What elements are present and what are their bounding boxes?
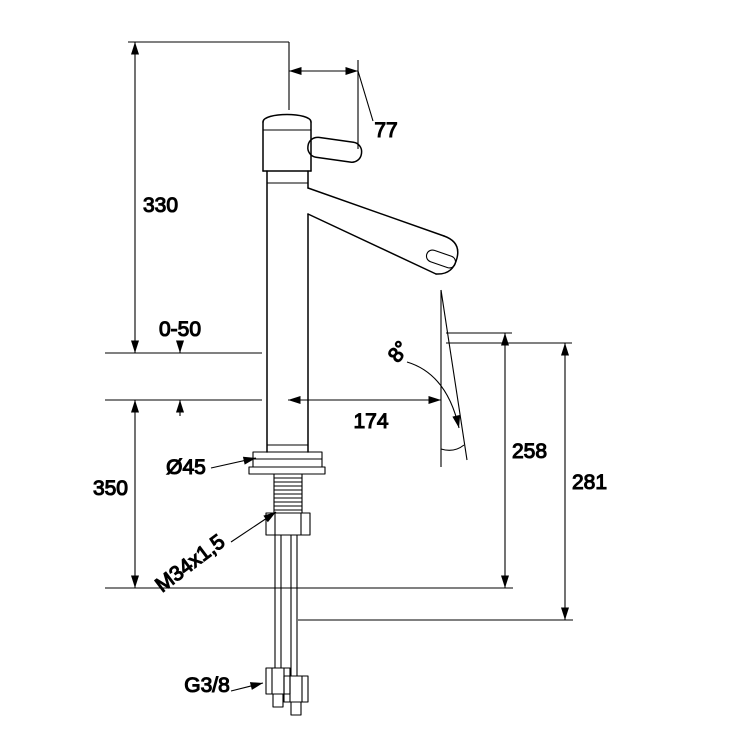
spout-outlet — [425, 249, 457, 269]
leader-line — [357, 70, 374, 122]
dim-281-label: 281 — [572, 471, 607, 494]
dim-shank-thread: M34x1,5 — [151, 511, 277, 598]
dim-330-label: 330 — [143, 194, 178, 217]
dim-hose-connection: G3/8 — [184, 673, 264, 698]
dim-spout-angle: 8° — [383, 289, 468, 467]
leader-line — [210, 456, 257, 469]
cap-dome — [262, 113, 312, 123]
hose-left — [274, 534, 282, 669]
faucet-cap — [262, 113, 312, 172]
spout-bottom-edge — [307, 213, 437, 275]
dim-m34-label: M34x1,5 — [151, 530, 229, 597]
dim-deck-thickness: 0-50 — [105, 317, 262, 416]
faucet-spout — [307, 187, 459, 275]
faucet-outline — [248, 113, 459, 716]
dim-overall-height: 281 — [298, 342, 608, 621]
supply-hoses — [274, 534, 298, 677]
spout-nose — [435, 235, 459, 275]
connector-right — [283, 675, 309, 716]
shank-threads — [273, 477, 303, 511]
hose-right — [290, 534, 298, 677]
hose-connectors — [265, 667, 309, 716]
mounting-nut — [265, 512, 311, 536]
dim-below-counter-length: 350 — [92, 400, 513, 589]
dim-outlet-height: 258 — [446, 332, 548, 588]
angle-arc — [440, 444, 465, 451]
leader-line — [230, 511, 277, 543]
dim-d45-label: Ø45 — [166, 456, 206, 479]
lever-blade — [307, 136, 363, 163]
base-gasket — [248, 466, 326, 475]
dim-handle-projection: 77 — [288, 42, 398, 149]
dim-spout-reach: 174 — [288, 396, 441, 434]
angle-slanted-line — [440, 289, 468, 461]
dim-0-50-label: 0-50 — [159, 318, 201, 341]
faucet-handle-lever — [307, 136, 363, 163]
dim-g38-label: G3/8 — [184, 674, 230, 697]
dim-174-label: 174 — [353, 410, 388, 433]
dim-350-label: 350 — [93, 477, 128, 500]
faucet-body-column — [266, 170, 309, 453]
leader-line — [406, 361, 461, 429]
spout-top-edge — [307, 187, 445, 237]
dim-77-label: 77 — [374, 119, 397, 142]
dim-258-label: 258 — [512, 440, 547, 463]
leader-line — [230, 682, 264, 692]
dim-height-above-mounting: 330 — [105, 41, 289, 354]
connector-left — [265, 667, 291, 708]
base-flange — [252, 451, 323, 468]
dim-body-diameter: Ø45 — [166, 455, 257, 480]
